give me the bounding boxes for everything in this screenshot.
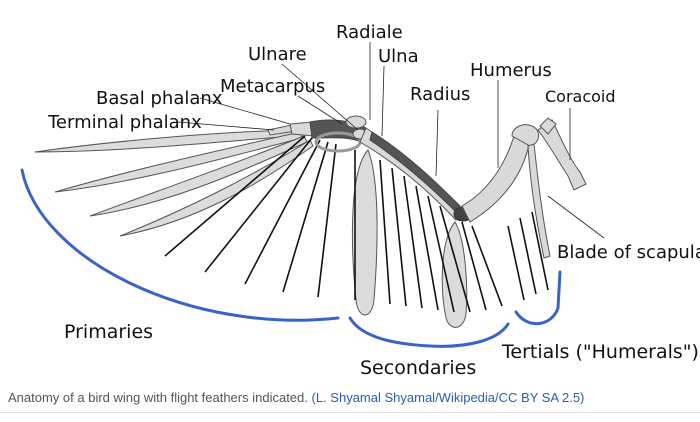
figure-caption: Anatomy of a bird wing with flight feath… [8, 390, 698, 405]
scapula-bone [527, 143, 551, 259]
tertial-shaft [519, 217, 537, 295]
leader-lines [177, 42, 605, 239]
ulnare-leader [281, 63, 359, 131]
label-humerus: Humerus [470, 60, 552, 81]
secondaries-bracket [348, 316, 510, 348]
terminal-phalanx-leader [177, 121, 275, 131]
label-basal-phalanx: Basal phalanx [96, 88, 223, 109]
label-radius: Radius [410, 84, 470, 105]
secondary-shaft [461, 221, 487, 311]
primary-feather [89, 135, 308, 217]
primary-shaft [282, 141, 329, 293]
label-blade-of-scapula: Blade of scapula [557, 242, 700, 263]
secondary-shaft [391, 167, 407, 307]
coracoid-bone [537, 119, 587, 191]
humerus-bone [461, 135, 531, 223]
secondary-shaft [427, 195, 455, 313]
secondary-shaft [471, 225, 503, 307]
labels: Radiale Ulnare Ulna Metacarpus Humerus C… [47, 22, 700, 379]
caption-credit-link[interactable]: (L. Shyamal Shyamal/Wikipedia/CC BY SA 2… [311, 390, 585, 405]
wing-bones [267, 115, 587, 259]
primary-shaft [164, 135, 306, 257]
primary-feathers [34, 129, 314, 237]
humerus-head [511, 124, 539, 147]
feather-brackets [20, 168, 562, 348]
secondary-shaft [415, 185, 439, 311]
label-primaries: Primaries [64, 321, 153, 343]
label-tertials: Tertials ("Humerals") [501, 341, 699, 363]
feather-shafts [164, 135, 549, 313]
primaries-bracket [20, 168, 340, 322]
metacarpus-leader [297, 95, 343, 125]
radius-leader [435, 109, 439, 177]
ulna-leader [381, 65, 385, 137]
tertials-bracket [514, 270, 562, 326]
secondary-feather [441, 221, 468, 328]
label-ulnare: Ulnare [248, 44, 307, 65]
primary-shaft [204, 137, 313, 273]
tertial-shaft [507, 225, 525, 301]
secondary-feather [351, 149, 378, 316]
label-radiale: Radiale [336, 22, 403, 43]
label-coracoid: Coracoid [545, 87, 616, 106]
label-ulna: Ulna [378, 46, 419, 67]
primary-feather [119, 139, 314, 237]
secondary-shaft [439, 205, 471, 313]
caption-text: Anatomy of a bird wing with flight feath… [8, 390, 308, 405]
primary-shaft [317, 143, 337, 298]
secondary-shaft [403, 175, 423, 309]
label-secondaries: Secondaries [360, 357, 476, 379]
scapula-leader [547, 195, 605, 239]
label-metacarpus: Metacarpus [220, 76, 325, 97]
caption-divider [0, 412, 700, 413]
bird-wing-diagram: Radiale Ulnare Ulna Metacarpus Humerus C… [20, 22, 700, 379]
secondary-shaft [379, 159, 391, 305]
label-terminal-phalanx: Terminal phalanx [47, 112, 202, 133]
tertial-shaft [531, 211, 549, 291]
primary-shaft [244, 139, 321, 285]
secondary-feathers [351, 149, 468, 328]
basal-phalanx-leader [199, 97, 291, 125]
coracoid-top [539, 117, 557, 135]
